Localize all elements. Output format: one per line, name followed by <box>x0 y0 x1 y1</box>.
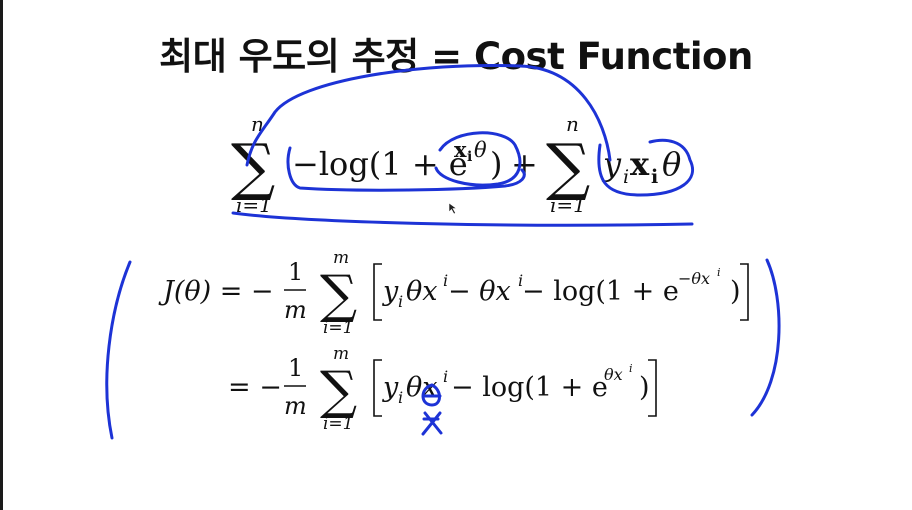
eq2-frac-num: 1 <box>288 258 303 286</box>
eq3-frac-num: 1 <box>288 354 303 382</box>
ink-underline-term1 <box>286 146 526 192</box>
eq3-body-e: ) <box>639 372 650 403</box>
eq2-body-d: − log(1 + e <box>522 276 679 307</box>
eq3-frac-den: m <box>284 392 307 420</box>
eq1-theta: θ <box>662 145 681 183</box>
eq2-frac-den: m <box>284 296 307 324</box>
eq2-body-d-supsup: i <box>717 266 721 279</box>
eq3-body-d-supsup: i <box>629 362 633 375</box>
mouse-cursor-icon <box>448 202 458 215</box>
eq2-body-e: ) <box>730 276 741 307</box>
eq3-body-a: y <box>382 372 399 403</box>
eq2-bracket-right <box>740 263 749 321</box>
eq1-term1-exp-theta: θ <box>474 138 487 162</box>
eq2-lhs: J(θ) = − <box>158 276 274 307</box>
eq2-body-a-sub: i <box>398 292 403 311</box>
equation-1: n ∑ i=1 −log(1 + e x i θ ) + n ∑ i=1 y i… <box>231 112 681 217</box>
slide-title: 최대 우도의 추정 = Cost Function <box>159 35 753 78</box>
eq2-body-c-sup: i <box>518 271 523 290</box>
ink-paren-right <box>750 258 781 417</box>
eq2-body-b: θx <box>406 276 437 307</box>
eq2-body-a: y <box>382 276 399 307</box>
pen-annotations <box>105 63 781 440</box>
eq3-bracket-left <box>373 359 382 417</box>
eq3-eq: = − <box>228 372 282 403</box>
eq2-sum-upper: m <box>333 248 349 268</box>
eq2-body-d-sup: −θx <box>678 269 710 288</box>
equation-2: J(θ) = − 1 m m ∑ i=1 y i θx i − θx i − l… <box>158 248 749 338</box>
eq1-term1-exp-sub: i <box>467 149 472 165</box>
eq1-term1: −log(1 + e <box>292 145 468 183</box>
eq3-body-d: − log(1 + e <box>451 372 608 403</box>
window-left-edge <box>0 0 3 510</box>
eq1-term1-close: ) <box>490 145 502 183</box>
eq2-bracket-left <box>373 263 382 321</box>
eq3-body-b-sup: i <box>443 367 448 386</box>
ink-x-mark <box>421 411 443 436</box>
sum2-sigma: ∑ <box>546 130 590 203</box>
ink-circle-exp <box>434 131 522 187</box>
eq2-sum-sigma: ∑ <box>320 265 357 325</box>
eq3-body-a-sub: i <box>398 388 403 407</box>
eq1-x-sub: i <box>651 166 658 188</box>
ink-circle-yx <box>597 138 694 197</box>
eq1-y: y <box>601 145 622 183</box>
eq3-sum-lower: i=1 <box>323 414 354 434</box>
ink-paren-left <box>105 260 132 440</box>
ink-underline-eq1 <box>231 211 694 227</box>
eq3-body-d-sup: θx <box>604 365 623 384</box>
ink-arc-top <box>245 63 612 167</box>
eq2-sum-lower: i=1 <box>323 318 354 338</box>
eq3-sum-sigma: ∑ <box>320 361 357 421</box>
eq2-body-b-sup: i <box>443 271 448 290</box>
eq3-bracket-right <box>648 359 657 417</box>
sum2-upper: n <box>566 112 579 136</box>
eq2-body-c: − θx <box>448 276 511 307</box>
equation-3: = − 1 m m ∑ i=1 y i θx i − log(1 + e θx … <box>228 344 657 434</box>
eq3-sum-upper: m <box>333 344 349 364</box>
sum2-lower: i=1 <box>550 193 586 217</box>
eq1-x: x <box>630 145 650 183</box>
ink-theta-mark <box>421 383 442 407</box>
eq1-y-sub: i <box>623 166 629 188</box>
eq1-term1-exp: x <box>454 137 467 162</box>
